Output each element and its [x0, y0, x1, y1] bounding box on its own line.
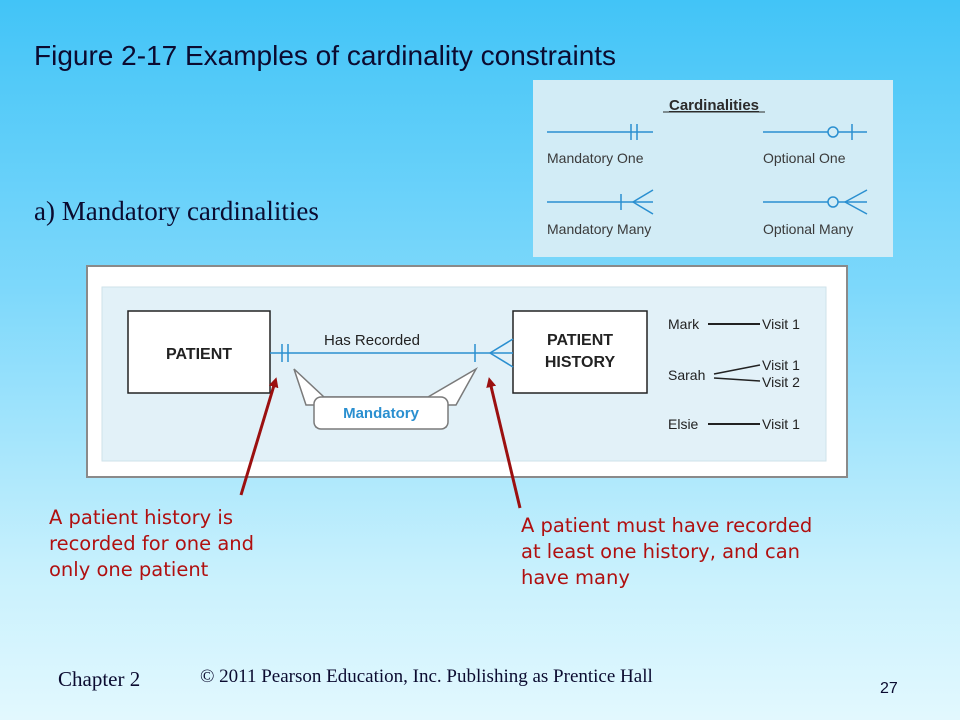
legend-optional-one-label: Optional One: [763, 150, 846, 166]
mandatory-callout-label: Mandatory: [343, 405, 420, 422]
legend-mandatory-many-label: Mandatory Many: [547, 221, 651, 237]
legend-graphic: Cardinalities Mandatory One Optional One…: [547, 97, 868, 237]
footer-page-number: 27: [880, 680, 898, 697]
example-sarah-visit2: Visit 2: [762, 374, 800, 390]
patient-history-label-line1: PATIENT: [547, 332, 613, 349]
optional-one-symbol: [763, 124, 867, 140]
patient-entity: [127, 310, 271, 394]
footer-copyright: © 2011 Pearson Education, Inc. Publishin…: [200, 666, 653, 687]
example-elsie-visit1: Visit 1: [762, 416, 800, 432]
mandatory-one-symbol: [547, 124, 653, 140]
er-diagram-frame: PATIENT PATIENT HISTORY Has Recorded Man…: [86, 265, 848, 478]
section-subtitle: a) Mandatory cardinalities: [34, 196, 319, 226]
relationship-line: [270, 338, 514, 368]
er-diagram: PATIENT PATIENT HISTORY Has Recorded Man…: [101, 286, 827, 462]
example-sarah-label: Sarah: [668, 367, 705, 383]
instance-examples: Mark Visit 1 Sarah Visit 1 Visit 2 Elsie…: [668, 316, 800, 432]
example-mark-label: Mark: [668, 316, 700, 332]
patient-entity-label: PATIENT: [166, 346, 232, 363]
cardinalities-legend: Cardinalities Mandatory One Optional One…: [533, 80, 893, 257]
example-sarah-line-2: [713, 377, 761, 382]
legend-optional-many-label: Optional Many: [763, 221, 853, 237]
mandatory-many-symbol: [547, 189, 654, 215]
legend-mandatory-one-label: Mandatory One: [547, 150, 644, 166]
relationship-label: Has Recorded: [324, 332, 420, 349]
footer-chapter: Chapter 2: [58, 667, 141, 691]
patient-history-entity: [512, 310, 648, 394]
slide-title: Figure 2-17 Examples of cardinality cons…: [34, 40, 617, 71]
note-one-patient: A patient history is recorded for one an…: [49, 506, 255, 581]
example-sarah-line-1: [713, 364, 761, 375]
note-many-histories: A patient must have recorded at least on…: [521, 514, 813, 589]
patient-history-label-line2: HISTORY: [545, 354, 616, 371]
example-sarah-visit1: Visit 1: [762, 357, 800, 373]
example-mark-visit1: Visit 1: [762, 316, 800, 332]
optional-many-symbol: [763, 189, 868, 215]
legend-heading: Cardinalities: [669, 97, 759, 114]
mandatory-callout: [293, 366, 478, 430]
example-elsie-label: Elsie: [668, 416, 699, 432]
